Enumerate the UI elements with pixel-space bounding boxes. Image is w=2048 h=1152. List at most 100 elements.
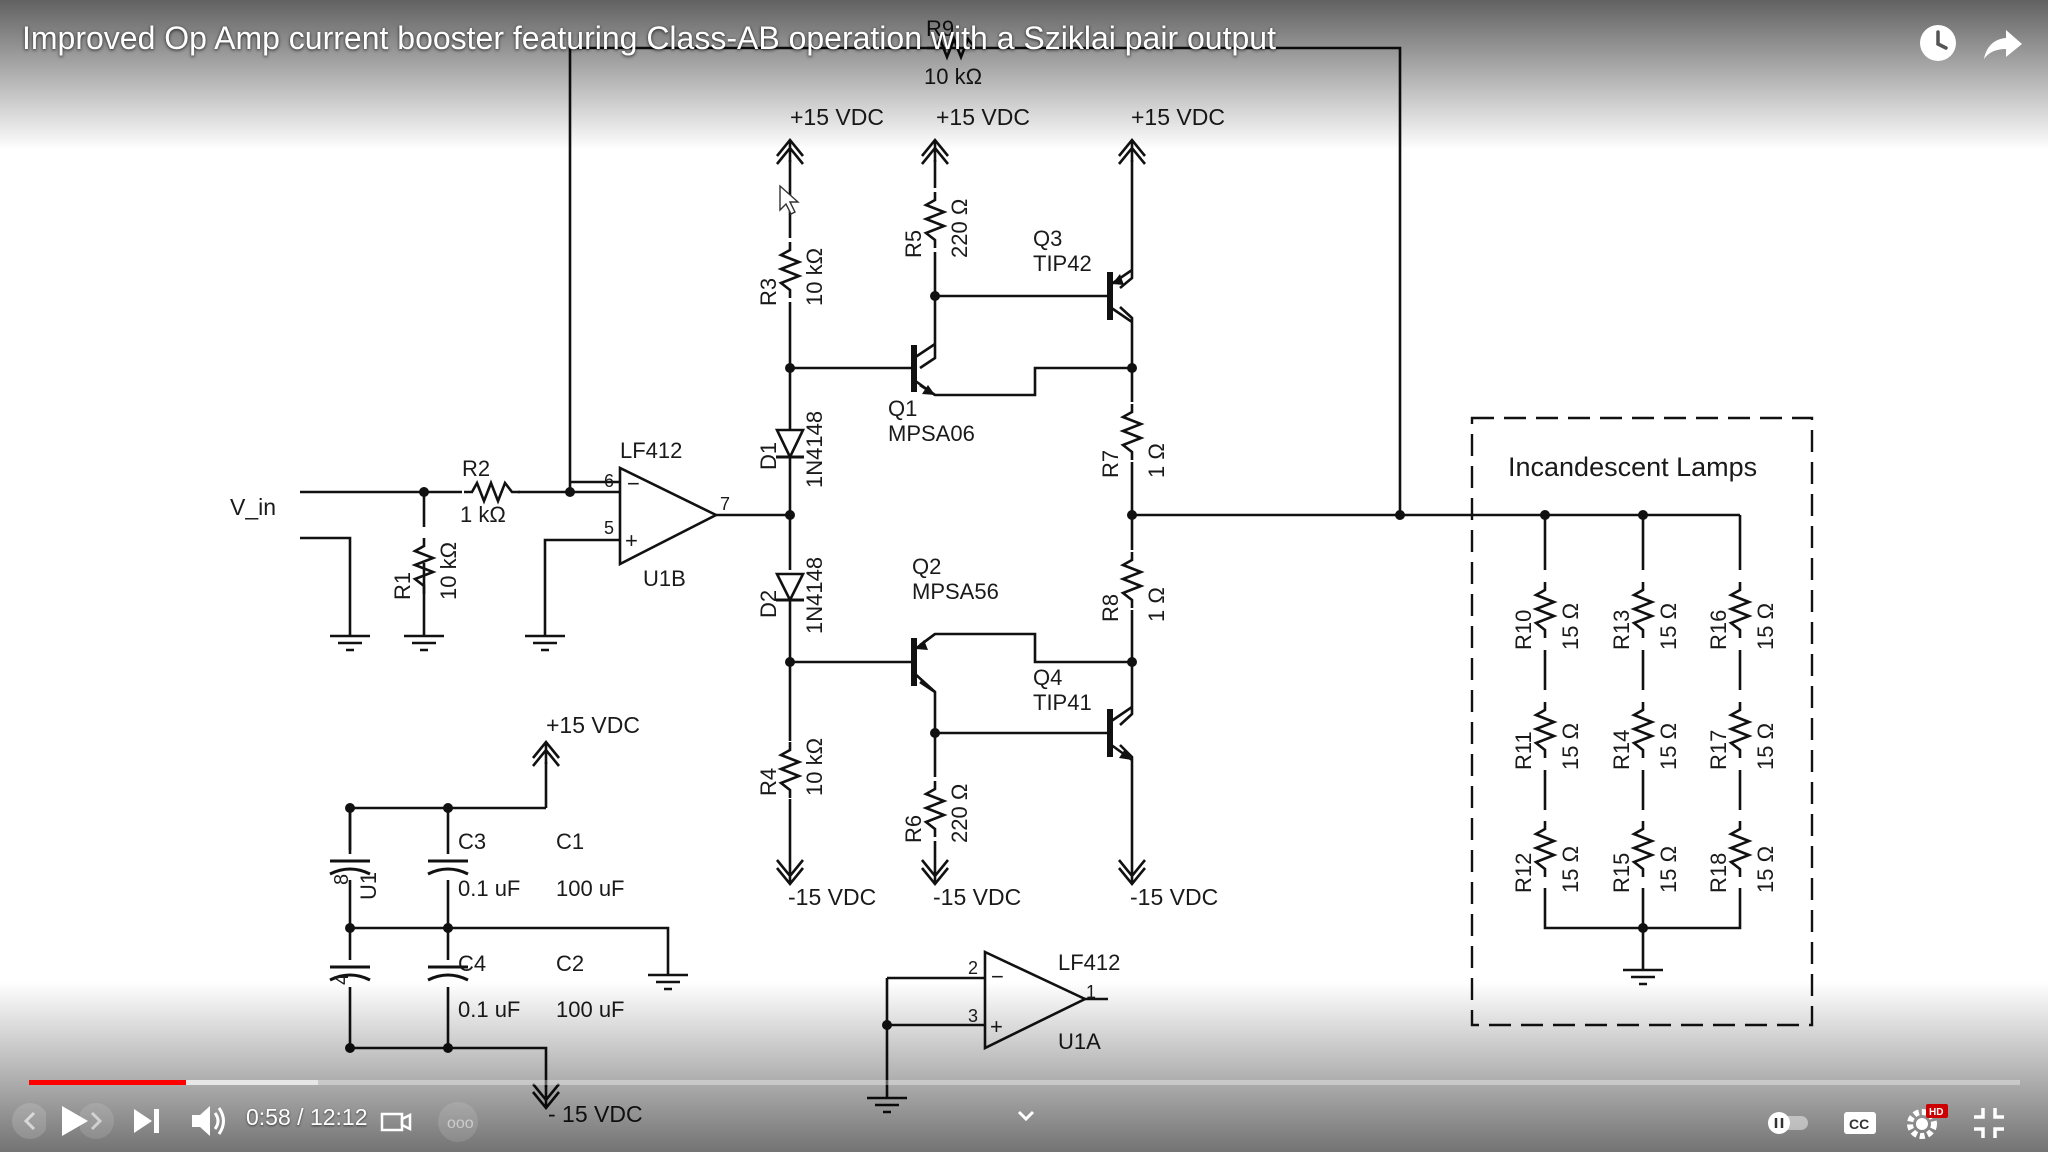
svg-text:15 Ω: 15 Ω bbox=[1558, 723, 1583, 770]
svg-text:R7: R7 bbox=[1098, 450, 1123, 478]
time-separator: / bbox=[297, 1104, 304, 1130]
svg-text:Q4: Q4 bbox=[1033, 665, 1062, 690]
svg-text:C4: C4 bbox=[458, 951, 486, 976]
lamp-resistor-r16: R16 15 Ω bbox=[1706, 580, 1778, 650]
skip-next-icon[interactable] bbox=[124, 1098, 170, 1144]
svg-text:U1: U1 bbox=[356, 872, 381, 900]
svg-text:15 Ω: 15 Ω bbox=[1656, 723, 1681, 770]
cc-icon[interactable]: CC bbox=[1840, 1104, 1882, 1140]
svg-text:2: 2 bbox=[968, 958, 978, 978]
resistor-r2: R2 1 kΩ bbox=[460, 456, 522, 527]
transistor-q3: Q3 TIP42 bbox=[1033, 226, 1133, 324]
svg-text:MPSA56: MPSA56 bbox=[912, 579, 999, 604]
svg-text:0.1 uF: 0.1 uF bbox=[458, 997, 520, 1022]
exit-fullscreen-icon[interactable] bbox=[1968, 1102, 2010, 1144]
svg-text:Q2: Q2 bbox=[912, 554, 941, 579]
resistor-r6: R6 220 Ω bbox=[901, 779, 972, 843]
svg-text:R14: R14 bbox=[1609, 730, 1634, 770]
vin-label: V_in bbox=[230, 494, 276, 520]
previous-chapter-icon[interactable] bbox=[10, 1098, 48, 1144]
svg-text:R15: R15 bbox=[1609, 853, 1634, 893]
svg-text:10 kΩ: 10 kΩ bbox=[802, 248, 827, 306]
mouse-cursor bbox=[779, 184, 800, 215]
svg-text:Incandescent Lamps: Incandescent Lamps bbox=[1508, 452, 1757, 482]
lamp-resistor-r14: R14 15 Ω bbox=[1609, 700, 1681, 770]
svg-text:C2: C2 bbox=[556, 951, 584, 976]
lamp-resistor-r13: R13 15 Ω bbox=[1609, 580, 1681, 650]
svg-text:15 Ω: 15 Ω bbox=[1656, 603, 1681, 650]
incandescent-lamps-box: Incandescent Lamps bbox=[1470, 416, 1814, 1027]
svg-text:U1A: U1A bbox=[1058, 1029, 1101, 1054]
resistor-r4: R4 10 kΩ bbox=[756, 738, 827, 800]
svg-text:MPSA06: MPSA06 bbox=[888, 421, 975, 446]
video-title[interactable]: Improved Op Amp current booster featurin… bbox=[22, 20, 1276, 56]
junction-dots bbox=[345, 291, 1648, 1053]
lamp-resistor-r12: R12 15 Ω bbox=[1511, 819, 1583, 893]
autoplay-toggle-icon[interactable] bbox=[1762, 1104, 1814, 1140]
progress-bar[interactable] bbox=[29, 1080, 2020, 1085]
svg-text:220 Ω: 220 Ω bbox=[947, 784, 972, 843]
svg-text:100 uF: 100 uF bbox=[556, 876, 625, 901]
ground-symbol bbox=[523, 634, 567, 652]
svg-text:R2: R2 bbox=[462, 456, 490, 481]
supply-label: +15 VDC bbox=[546, 712, 640, 738]
more-options-icon[interactable]: ooo bbox=[435, 1100, 481, 1144]
volume-icon[interactable] bbox=[186, 1098, 232, 1144]
svg-text:R10: R10 bbox=[1511, 610, 1536, 650]
svg-text:C3: C3 bbox=[458, 829, 486, 854]
supply-label: -15 VDC bbox=[1130, 884, 1218, 910]
svg-text:6: 6 bbox=[604, 471, 614, 491]
svg-text:10 kΩ: 10 kΩ bbox=[436, 542, 461, 600]
svg-text:220 Ω: 220 Ω bbox=[947, 199, 972, 258]
chapters-icon[interactable] bbox=[378, 1104, 414, 1140]
supply-label: +15 VDC bbox=[936, 104, 1030, 130]
svg-text:10 kΩ: 10 kΩ bbox=[924, 64, 982, 89]
svg-text:1: 1 bbox=[1086, 982, 1096, 1002]
clock-icon[interactable] bbox=[1915, 20, 1961, 66]
svg-text:1 kΩ: 1 kΩ bbox=[460, 502, 506, 527]
ground-symbol bbox=[646, 973, 690, 991]
capacitor-c4: C4 0.1 uF bbox=[328, 951, 520, 1022]
svg-text:R1: R1 bbox=[390, 572, 415, 600]
svg-text:D1: D1 bbox=[756, 442, 781, 470]
svg-text:−: − bbox=[627, 471, 640, 496]
gear-icon[interactable]: HD bbox=[1900, 1100, 1950, 1144]
svg-text:ooo: ooo bbox=[447, 1115, 474, 1132]
svg-text:15 Ω: 15 Ω bbox=[1753, 846, 1778, 893]
play-icon[interactable] bbox=[52, 1098, 98, 1144]
svg-text:15 Ω: 15 Ω bbox=[1558, 846, 1583, 893]
transistor-q2: Q2 MPSA56 bbox=[905, 554, 999, 693]
svg-text:LF412: LF412 bbox=[620, 438, 682, 463]
transistor-q4: Q4 TIP41 bbox=[1033, 665, 1133, 762]
svg-text:1 Ω: 1 Ω bbox=[1144, 587, 1169, 622]
hd-badge: HD bbox=[1929, 1107, 1943, 1118]
svg-text:3: 3 bbox=[968, 1006, 978, 1026]
svg-text:LF412: LF412 bbox=[1058, 950, 1120, 975]
capacitor-c1: C1 100 uF bbox=[426, 829, 625, 901]
svg-text:U1B: U1B bbox=[643, 566, 686, 591]
svg-text:TIP41: TIP41 bbox=[1033, 690, 1092, 715]
svg-text:7: 7 bbox=[720, 494, 730, 514]
svg-text:R17: R17 bbox=[1706, 730, 1731, 770]
diode-d1: D1 1N4148 bbox=[756, 411, 827, 488]
supply-label: -15 VDC bbox=[788, 884, 876, 910]
lamp-resistor-r15: R15 15 Ω bbox=[1609, 819, 1681, 893]
lamp-resistor-r11: R11 15 Ω bbox=[1511, 700, 1583, 770]
capacitor-c3: C3 0.1 uF bbox=[328, 829, 520, 901]
svg-text:+: + bbox=[625, 528, 638, 553]
svg-text:R3: R3 bbox=[756, 278, 781, 306]
progress-played bbox=[29, 1080, 187, 1085]
duration: 12:12 bbox=[309, 1104, 368, 1130]
next-chapter-icon[interactable] bbox=[78, 1098, 116, 1144]
svg-text:15 Ω: 15 Ω bbox=[1656, 846, 1681, 893]
ground-symbol bbox=[865, 1096, 909, 1114]
share-arrow-icon[interactable] bbox=[1980, 20, 2026, 66]
svg-text:Q3: Q3 bbox=[1033, 226, 1062, 251]
svg-text:15 Ω: 15 Ω bbox=[1753, 723, 1778, 770]
chevron-down-icon[interactable] bbox=[1010, 1100, 1042, 1132]
svg-text:15 Ω: 15 Ω bbox=[1753, 603, 1778, 650]
lamp-resistor-r18: R18 15 Ω bbox=[1706, 819, 1778, 893]
svg-text:R5: R5 bbox=[901, 230, 926, 258]
svg-text:R12: R12 bbox=[1511, 853, 1536, 893]
wires bbox=[300, 46, 1742, 1098]
